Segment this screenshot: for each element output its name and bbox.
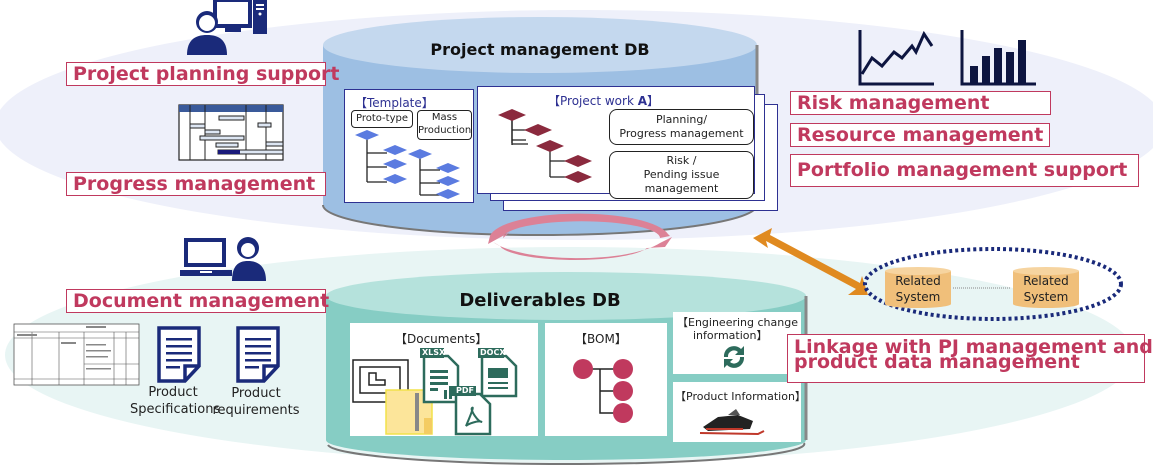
risk-management-label: Risk management <box>790 91 1051 115</box>
product-information-title: 【Product Information】 <box>675 390 806 403</box>
template-tab-mass-production[interactable]: Mass Production <box>417 110 472 140</box>
user-at-desktop-icon <box>187 0 267 55</box>
docx-label: DOCX <box>480 348 506 357</box>
template-panel: 【Template】 Proto-type Mass Production <box>344 89 474 203</box>
wbs-node <box>536 140 564 152</box>
caption-line2: Specifications <box>130 402 221 417</box>
progress-management-label: Progress management <box>66 172 326 196</box>
bom-node <box>573 359 593 379</box>
label-line2: System <box>1023 290 1069 304</box>
linkage-line2: product data management <box>794 351 1080 373</box>
title-suffix: 】 <box>647 94 660 108</box>
template-wbs-tree <box>355 130 460 199</box>
box-line2: Pending issue <box>643 168 720 181</box>
product-specifications-caption: Product Specifications <box>130 384 221 418</box>
wbs-node <box>408 149 432 159</box>
bom-node <box>613 359 633 379</box>
linkage-label: Linkage with PJ management and product d… <box>787 334 1153 383</box>
snowmobile-image <box>699 409 765 436</box>
wbs-node <box>564 155 592 167</box>
wbs-node <box>383 159 407 169</box>
project-wbs-tree <box>498 109 592 183</box>
bom-tree-icon <box>573 359 633 423</box>
bom-panel: 【BOM】 <box>545 323 667 436</box>
engineering-change-panel: 【Engineering change information】 <box>673 312 801 374</box>
xlsx-file-icon <box>420 348 460 404</box>
related-system-db-2 <box>1013 267 1079 308</box>
tab-line2: Production <box>418 125 472 136</box>
pdf-label: PDF <box>456 386 474 395</box>
project-planning-support-label: Project planning support <box>66 62 340 86</box>
title-bold: A <box>637 94 648 108</box>
bom-node <box>613 403 633 423</box>
product-requirements-document-icon <box>236 326 280 383</box>
docx-file-icon <box>478 348 518 398</box>
xlsx-label: XLSX <box>422 348 446 357</box>
document-management-label: Document management <box>66 289 329 313</box>
bar-chart-icon <box>960 30 1036 86</box>
wbs-node <box>383 145 407 155</box>
deliverables-db-title: Deliverables DB <box>459 290 621 311</box>
related-system-1-label[interactable]: Related System <box>885 273 951 305</box>
linkage-line1: Linkage with PJ management and <box>794 336 1153 358</box>
risk-pending-issue-box[interactable]: Risk / Pending issue management <box>609 151 754 199</box>
engineering-change-line2: information】 <box>693 329 768 342</box>
label-line1: Related <box>1023 274 1069 288</box>
pm-db-title: Project management DB <box>430 40 650 59</box>
caption-line2: requirements <box>212 403 300 418</box>
bom-node <box>613 381 633 401</box>
label-line2: System <box>895 290 941 304</box>
box-line1: Planning/ <box>655 113 708 126</box>
refresh-icon <box>723 346 745 368</box>
portfolio-management-support-label: Portfolio management support <box>790 154 1139 187</box>
project-work-panel: 【Project work A】 Planning/ Progress mana… <box>477 86 755 199</box>
product-specifications-document-icon <box>157 326 201 383</box>
related-system-db-1 <box>885 267 951 308</box>
box-line3: management <box>644 182 719 195</box>
spreadsheet-thumbnail <box>13 323 140 386</box>
documents-panel: 【Documents】 XLSX DOCX PDF <box>350 323 538 436</box>
wbs-node <box>436 189 460 199</box>
template-title: 【Template】 <box>355 96 434 110</box>
pdf-file-icon <box>452 386 492 436</box>
box-line1: Risk / <box>666 154 697 167</box>
wbs-node <box>436 176 460 186</box>
wbs-node <box>524 124 552 136</box>
box-line2: Progress management <box>619 127 744 140</box>
wbs-node <box>436 163 460 173</box>
caption-line1: Product <box>231 386 281 401</box>
engineering-change-line1: 【Engineering change <box>677 316 798 329</box>
product-requirements-caption: Product requirements <box>212 385 300 419</box>
wbs-node <box>564 171 592 183</box>
wbs-node <box>383 174 407 184</box>
bom-title: 【BOM】 <box>575 332 627 346</box>
resource-management-label: Resource management <box>790 123 1050 147</box>
title-prefix: 【Project work <box>548 94 638 108</box>
related-system-2-label[interactable]: Related System <box>1013 273 1079 305</box>
user-with-laptop-icon <box>180 237 266 281</box>
caption-line1: Product <box>148 385 198 400</box>
product-information-panel: 【Product Information】 <box>673 382 806 442</box>
template-tab-prototype[interactable]: Proto-type <box>351 110 413 128</box>
documents-title: 【Documents】 <box>395 332 488 346</box>
wbs-node <box>355 130 379 140</box>
wbs-node <box>498 109 526 121</box>
tab-line1: Mass <box>431 112 458 123</box>
planning-progress-box[interactable]: Planning/ Progress management <box>609 109 754 145</box>
gantt-chart-icon <box>178 104 284 161</box>
project-work-title: 【Project work A】 <box>548 92 659 109</box>
line-chart-icon <box>858 30 934 86</box>
label-line1: Related <box>895 274 941 288</box>
